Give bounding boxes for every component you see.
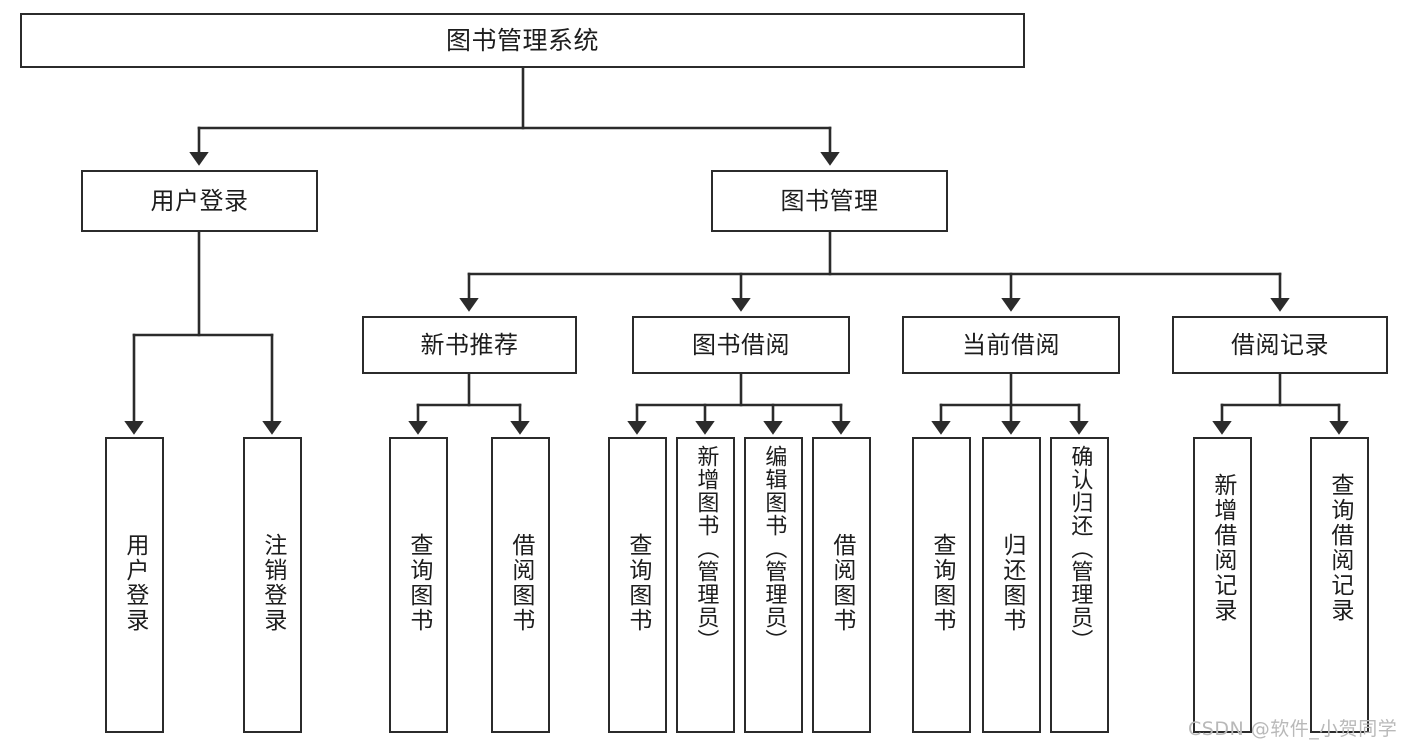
node-label: 编辑图书（管理员） xyxy=(761,445,787,652)
leaf-node-borrow-book[interactable]: 借阅图书 xyxy=(812,437,871,733)
node-root-library-management-system[interactable]: 图书管理系统 xyxy=(20,13,1025,68)
node-label: 图书借阅 xyxy=(692,330,790,359)
node-book-management[interactable]: 图书管理 xyxy=(711,170,948,232)
leaf-node-logout[interactable]: 注销登录 xyxy=(243,437,302,733)
node-label: 新书推荐 xyxy=(420,330,519,359)
edge-group-user-login xyxy=(124,230,282,435)
node-book-borrow[interactable]: 图书借阅 xyxy=(632,316,850,374)
csdn-watermark: CSDN @软件_小贺同学 xyxy=(1188,718,1398,740)
node-label: 借阅图书 xyxy=(828,533,855,633)
leaf-node-confirm-return-admin[interactable]: 确认归还（管理员） xyxy=(1050,437,1109,733)
edge-group-root xyxy=(189,66,840,166)
node-borrow-record[interactable]: 借阅记录 xyxy=(1172,316,1388,374)
node-label: 用户登录 xyxy=(121,533,148,633)
edge-group-borrow-record xyxy=(1212,372,1349,435)
edge-group-book-borrow xyxy=(627,372,851,435)
leaf-node-query-book-current[interactable]: 查询图书 xyxy=(912,437,971,733)
leaf-node-query-borrow-record[interactable]: 查询借阅记录 xyxy=(1310,437,1369,733)
node-label: 图书管理 xyxy=(780,186,879,215)
node-label: 查询借阅记录 xyxy=(1326,473,1353,623)
node-current-borrow[interactable]: 当前借阅 xyxy=(902,316,1120,374)
node-label: 归还图书 xyxy=(998,533,1025,633)
leaf-node-return-book[interactable]: 归还图书 xyxy=(982,437,1041,733)
node-label: 图书管理系统 xyxy=(445,25,599,55)
node-label: 新增借阅记录 xyxy=(1209,473,1236,623)
node-user-login[interactable]: 用户登录 xyxy=(81,170,318,232)
leaf-node-add-borrow-record[interactable]: 新增借阅记录 xyxy=(1193,437,1252,733)
leaf-node-user-login[interactable]: 用户登录 xyxy=(105,437,164,733)
edge-group-new-book-recommend xyxy=(408,372,530,435)
edge-group-current-borrow xyxy=(931,372,1089,435)
node-label: 查询图书 xyxy=(928,533,955,633)
node-label: 借阅记录 xyxy=(1231,330,1329,359)
leaf-node-borrow-book-recommend[interactable]: 借阅图书 xyxy=(491,437,550,733)
leaf-node-add-book-admin[interactable]: 新增图书（管理员） xyxy=(676,437,735,733)
node-label: 确认归还（管理员） xyxy=(1067,445,1093,652)
node-label: 当前借阅 xyxy=(962,330,1060,359)
leaf-node-query-book-recommend[interactable]: 查询图书 xyxy=(389,437,448,733)
node-new-book-recommend[interactable]: 新书推荐 xyxy=(362,316,577,374)
leaf-node-query-book-borrow[interactable]: 查询图书 xyxy=(608,437,667,733)
node-label: 新增图书（管理员） xyxy=(693,445,719,652)
node-label: 用户登录 xyxy=(150,186,249,215)
leaf-node-edit-book-admin[interactable]: 编辑图书（管理员） xyxy=(744,437,803,733)
node-label: 借阅图书 xyxy=(507,533,534,633)
edge-group-book-management xyxy=(459,230,1290,312)
node-label: 查询图书 xyxy=(624,533,651,633)
node-label: 查询图书 xyxy=(405,533,432,633)
node-label: 注销登录 xyxy=(259,533,286,633)
